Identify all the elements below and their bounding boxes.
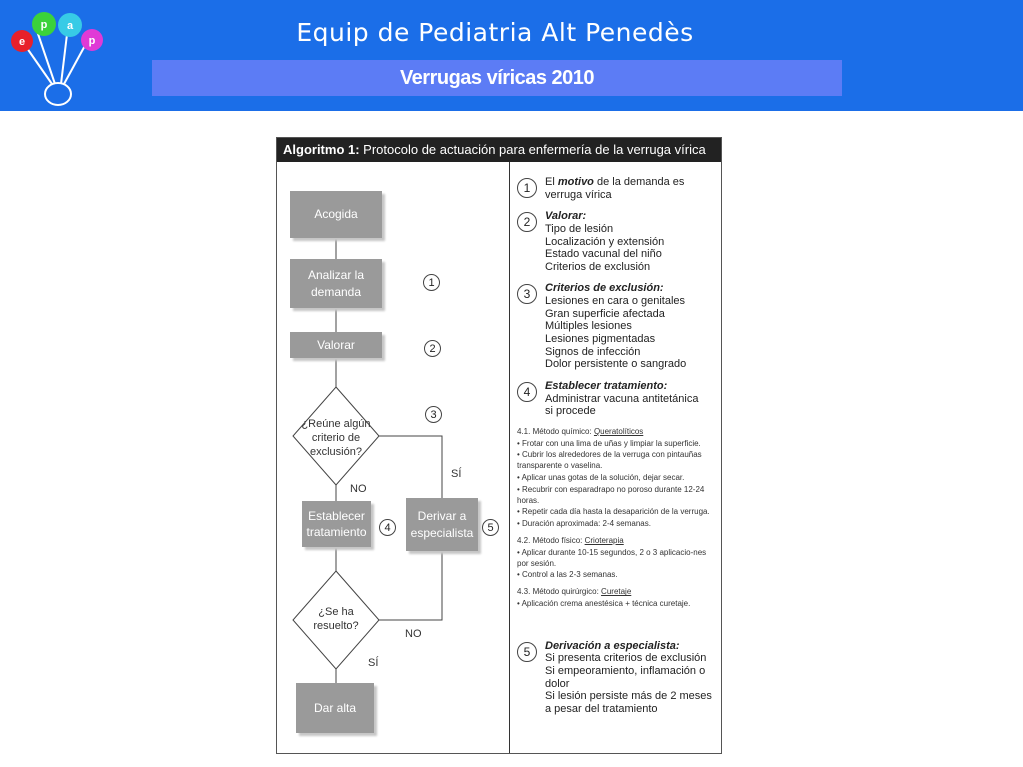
step-marker-1: 1: [423, 274, 440, 291]
step-4-line: Administrar vacuna antitetánica: [545, 392, 699, 405]
method-chemical-item: • Recubrir con esparadrapo no poroso dur…: [517, 484, 705, 505]
step-3-line: Múltiples lesiones: [545, 320, 632, 333]
step-3-line: Lesiones en cara o genitales: [545, 295, 686, 308]
svg-text:e: e: [19, 36, 25, 48]
box-valorar: Valorar: [290, 332, 382, 358]
method-chemical-title-link: Queratolíticos: [593, 426, 644, 436]
step-4: 4 Establecer tratamiento: Administrar va…: [517, 380, 717, 418]
step-3-number: 3: [517, 284, 537, 305]
decision-diamond-resolved: [292, 570, 380, 670]
method-chemical-item: • Frotar con una lima de uñas y limpiar …: [517, 438, 701, 448]
step-marker-5: 5: [482, 519, 499, 536]
algorithm-document: Algoritmo 1: Protocolo de actuación para…: [276, 137, 722, 754]
svg-text:p: p: [41, 19, 48, 31]
step-3: 3 Criterios de exclusión: Lesiones en ca…: [517, 282, 717, 370]
step-3-head: Criterios de exclusión:: [545, 282, 664, 295]
method-surgical-title-link: Curetaje: [601, 587, 632, 597]
banner-subtitle: Verrugas víricas 2010: [152, 60, 842, 96]
column-divider: [509, 162, 510, 753]
method-chemical-item: • Cubrir los alrededores de la verruga c…: [517, 450, 702, 471]
document-header: Algoritmo 1: Protocolo de actuación para…: [277, 138, 721, 162]
step-1-emph: motivo: [557, 176, 594, 188]
step-2-line: Estado vacunal del niño: [545, 248, 662, 261]
step-2-head: Valorar:: [545, 210, 587, 223]
method-physical-item: • Aplicar durante 10-15 segundos, 2 o 3 …: [517, 547, 707, 568]
banner-title: Equip de Pediatria Alt Penedès: [296, 18, 694, 47]
method-surgical-item: • Aplicación crema anestésica + técnica …: [517, 599, 691, 609]
epap-logo: e p a p: [11, 12, 103, 106]
step-2: 2 Valorar: Tipo de lesión Localización y…: [517, 210, 717, 273]
label-no-resolved: NO: [405, 628, 422, 640]
step-4-head: Establecer tratamiento:: [545, 379, 668, 392]
method-surgical-title-pre: 4.3. Método quirúrgico:: [517, 587, 602, 597]
method-chemical-title-pre: 4.1. Método químico:: [517, 426, 594, 436]
step-5: 5 Derivación a especialista: Si presenta…: [517, 640, 717, 716]
step-5-number: 5: [517, 641, 537, 662]
decision-diamond-exclusion: [292, 386, 380, 486]
box-acogida: Acogida: [290, 191, 382, 238]
step-3-line: Gran superficie afectada: [545, 307, 665, 320]
step-2-line: Criterios de exclusión: [545, 260, 651, 273]
method-physical-title-pre: 4.2. Método físico:: [517, 536, 585, 546]
step-2-number: 2: [517, 212, 537, 233]
diamond-exclusion-label: ¿Reúne algún criterio de exclusión?: [301, 418, 371, 458]
step-3-line: Lesiones pigmentadas: [545, 333, 656, 346]
box-analizar-demanda: Analizar la demanda: [290, 259, 382, 308]
step-5-line: Si lesión persiste más de 2 meses a pesa…: [545, 690, 712, 716]
flowchart-lines: [292, 238, 443, 683]
header-banner: e p a p Equip de Pediatria Alt Penedès V…: [0, 0, 1023, 111]
step-1-text: El motivo de la demanda es verruga víric…: [545, 176, 717, 201]
method-physical-item: • Control a las 2-3 semanas.: [517, 570, 618, 580]
step-1-post: de la demanda es verruga vírica: [545, 176, 685, 201]
method-surgical: 4.3. Método quirúrgico: Curetaje • Aplic…: [517, 587, 717, 610]
method-chemical: 4.1. Método químico: Queratolíticos • Fr…: [517, 427, 717, 530]
method-physical-title: 4.2. Método físico: Crioterapia: [517, 536, 717, 547]
method-chemical-item: • Duración aproximada: 2-4 semanas.: [517, 519, 651, 529]
step-5-line: Si presenta criterios de exclusión: [545, 652, 707, 665]
step-3-line: Dolor persistente o sangrado: [545, 358, 687, 371]
step-1: 1 El motivo de la demanda es verruga vír…: [517, 176, 717, 201]
step-4-number: 4: [517, 381, 537, 402]
header-rest: Protocolo de actuación para enfermería d…: [359, 142, 706, 157]
method-chemical-item: • Aplicar unas gotas de la solución, dej…: [517, 473, 685, 483]
step-marker-2: 2: [424, 340, 441, 357]
step-5-head: Derivación a especialista:: [545, 639, 680, 652]
label-si-resolved: SÍ: [368, 657, 379, 669]
method-physical: 4.2. Método físico: Crioterapia • Aplica…: [517, 536, 717, 581]
svg-text:a: a: [67, 20, 74, 32]
method-chemical-item: • Repetir cada día hasta la desaparición…: [517, 507, 710, 517]
method-chemical-title: 4.1. Método químico: Queratolíticos: [517, 427, 717, 438]
label-si-exclusion: SÍ: [451, 468, 462, 480]
box-derivar-especialista: Derivar a especialista: [406, 498, 478, 551]
step-2-line: Tipo de lesión: [545, 222, 614, 235]
step-1-number: 1: [517, 178, 537, 198]
method-surgical-title: 4.3. Método quirúrgico: Curetaje: [517, 587, 717, 598]
header-bold: Algoritmo 1:: [283, 142, 360, 157]
step-4-line: si procede: [545, 405, 596, 418]
step-1-pre: El: [545, 176, 558, 188]
label-no-exclusion: NO: [350, 483, 367, 495]
step-3-line: Signos de infección: [545, 345, 641, 358]
svg-text:p: p: [89, 35, 96, 47]
box-establecer-tratamiento: Establecer tratamiento: [302, 501, 371, 547]
step-marker-3: 3: [425, 406, 442, 423]
step-5-line: Si empeoramiento, inflamación o dolor: [545, 665, 706, 690]
diamond-resolved-label: ¿Se ha resuelto?: [313, 606, 359, 632]
method-physical-title-link: Crioterapia: [584, 536, 624, 546]
step-2-line: Localización y extensión: [545, 235, 665, 248]
protocol-steps: 1 El motivo de la demanda es verruga vír…: [517, 176, 717, 725]
step-marker-4: 4: [379, 519, 396, 536]
box-dar-alta: Dar alta: [296, 683, 374, 733]
